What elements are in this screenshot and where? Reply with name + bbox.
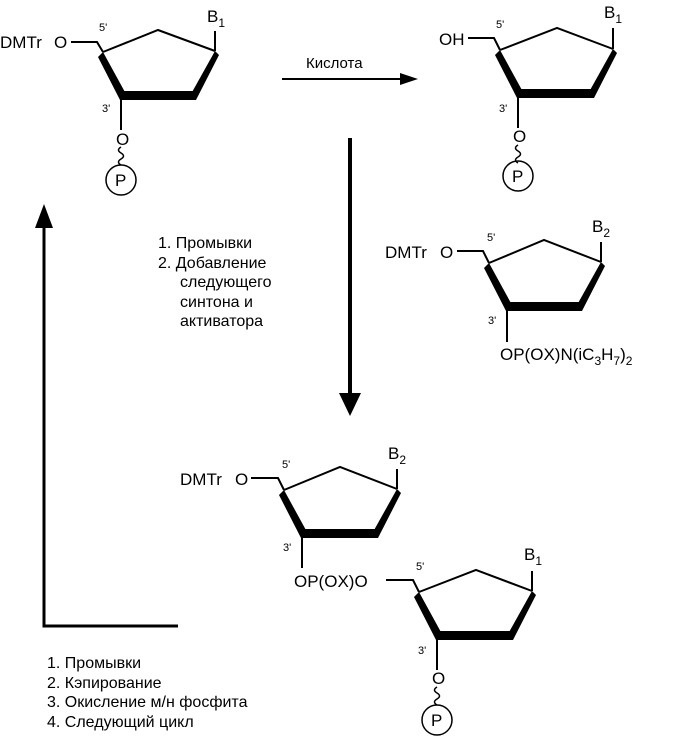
pos3-label: 3' (488, 315, 496, 327)
ring-wedge-right (589, 49, 617, 98)
phosphoramidite-label: OP(OX)N(iC3H7)2 (500, 345, 633, 368)
coupling-step-2: 2. Добавление (158, 254, 267, 272)
ring-back (283, 465, 398, 491)
wavy-linker (514, 144, 522, 164)
cycle-steps: 1. Промывки 2. Кэпирование 3. Окисление … (47, 654, 247, 732)
coupling-steps: 1. Промывки 2. Добавление следующего син… (158, 234, 271, 332)
ring-wedge-right (508, 591, 536, 640)
c5-bond (71, 41, 104, 53)
ring-wedge-left (414, 592, 442, 640)
pos5-label: 5' (496, 19, 504, 31)
molecule-4: DMTr O 5' 3' B2 OP(OX)O (180, 444, 406, 591)
reagent-label: Кислота (306, 55, 363, 72)
support-label: P (115, 171, 126, 190)
support-circle (105, 164, 137, 196)
o3-label: O (116, 130, 129, 149)
base-label: B1 (207, 7, 225, 30)
support-circle (502, 160, 534, 192)
coupling-step-2-line-3: синтона и (180, 293, 253, 311)
cycle-step-2: 2. Кэпирование (47, 674, 162, 692)
arrow-deprotection: Кислота (282, 55, 418, 85)
o5-label: O (235, 470, 248, 489)
pos3-label: 3' (418, 645, 426, 657)
ring-wedge-left (98, 52, 126, 100)
ring-front-bond (517, 89, 594, 98)
ring-wedge-right (577, 262, 605, 311)
ring-wedge-right (373, 489, 401, 538)
ring-wedge-left (279, 490, 307, 538)
wavy-linker (117, 146, 125, 166)
molecule-2: OH 5' 3' B1 O P (439, 3, 622, 192)
o3-label: O (432, 669, 445, 688)
ring-wedge-left (484, 263, 512, 311)
c5-bond (251, 477, 285, 491)
base-label: B2 (592, 217, 610, 240)
pos5-label: 5' (487, 232, 495, 244)
ring-front-bond (436, 631, 513, 640)
pos5-label: 5' (99, 22, 107, 34)
dmtr-label: DMTr (0, 33, 42, 52)
molecule-5: 5' 3' B1 O P (386, 545, 542, 736)
ring-front-bond (506, 302, 582, 311)
coupling-step-2-line-4: активатора (180, 313, 264, 330)
ring-front-bond (120, 91, 196, 100)
ring-wedge-left (495, 50, 523, 98)
cycle-step-1: 1. Промывки (47, 655, 142, 672)
o5-label: O (54, 33, 67, 52)
cycle-step-4: 4. Следующий цикл (47, 713, 194, 731)
arrow-cycle-return (35, 204, 178, 628)
pos5-label: 5' (416, 561, 424, 573)
base-label: B1 (604, 3, 622, 26)
coupling-step-2-line-2: следующего (180, 274, 272, 291)
oh-label: OH (439, 30, 465, 49)
dmtr-label: DMTr (385, 243, 427, 262)
support-label: P (512, 167, 523, 186)
pos3-label: 3' (283, 542, 291, 554)
ring-back (499, 26, 614, 51)
c5-bond (468, 37, 501, 51)
c5-bond (457, 250, 490, 264)
pos3-label: 3' (102, 103, 110, 115)
ring-front-bond (301, 529, 378, 538)
o5-label: O (440, 243, 453, 262)
wavy-linker (433, 686, 441, 706)
support-circle (421, 704, 453, 736)
arrow-coupling (339, 138, 361, 416)
ring-wedge-right (191, 51, 219, 100)
ring-back (488, 238, 602, 264)
coupling-step-1: 1. Промывки (158, 235, 253, 252)
cycle-step-3: 3. Окисление м/н фосфита (47, 694, 248, 711)
base-label: B1 (524, 545, 542, 568)
c5-bond (386, 579, 420, 593)
o3-label: O (513, 127, 526, 146)
ring-back (418, 568, 533, 593)
base-label: B2 (388, 444, 406, 467)
molecule-3: DMTr O 5' 3' B2 OP(OX)N(iC3H7)2 (385, 217, 633, 368)
ring-back (102, 28, 216, 53)
molecule-1: DMTr O 5' 3' B1 O P (0, 7, 225, 196)
pos3-label: 3' (499, 103, 507, 115)
dmtr-label: DMTr (180, 470, 222, 489)
phosphotriester-label: OP(OX)O (294, 572, 368, 591)
pos5-label: 5' (282, 459, 290, 471)
support-label: P (431, 711, 442, 730)
